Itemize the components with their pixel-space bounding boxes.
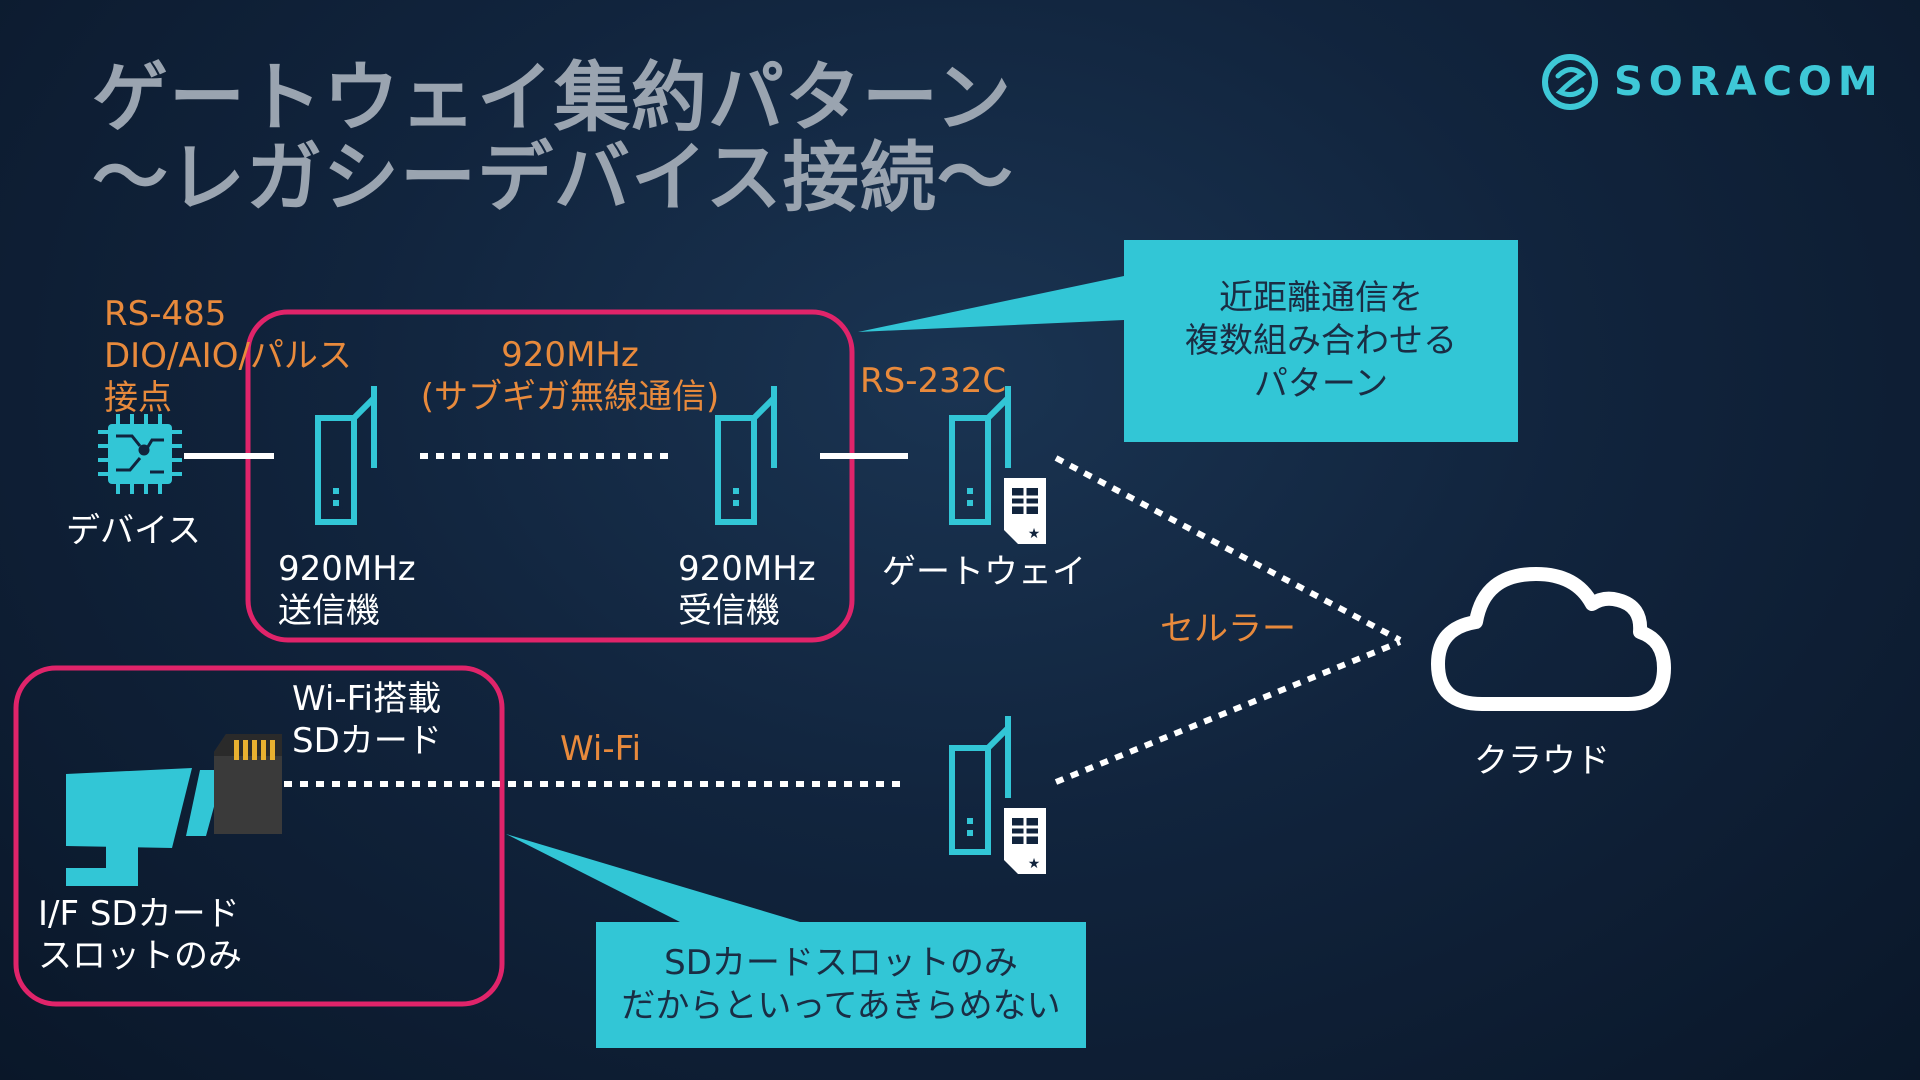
gateway-sim-card-icon: ★ <box>1004 478 1046 544</box>
logo-text: SORACOM <box>1614 59 1884 105</box>
transmitter-name: 送信機 <box>278 591 380 631</box>
if-sd-label: I/F SDカード スロットのみ <box>38 893 242 977</box>
top-callout-line-3: パターン <box>1253 363 1389 404</box>
if-sd-line-2: スロットのみ <box>38 936 242 976</box>
transmitter-router-icon <box>315 386 377 525</box>
sd-device-frame <box>13 665 505 1007</box>
soracom-logo: SORACOM <box>1540 52 1884 112</box>
cloud-label: クラウド <box>1474 741 1610 781</box>
monitor-icon <box>66 768 224 886</box>
protocol-rs485: RS-485 <box>104 294 227 334</box>
radio-band: 920MHz <box>501 335 639 375</box>
wifi-sd-line-1: Wi-Fi搭載 <box>292 679 442 719</box>
top-callout-pointer <box>858 276 1124 332</box>
receiver-label: 920MHz 受信機 <box>678 548 816 632</box>
wifi-gateway-sim-card-icon: ★ <box>1004 808 1046 874</box>
transmitter-band: 920MHz <box>278 549 416 589</box>
rs232c-label: RS-232C <box>860 361 1007 401</box>
wifi-sd-line-2: SDカード <box>292 721 442 761</box>
transmitter-label: 920MHz 送信機 <box>278 548 416 632</box>
bottom-callout-line-1: SDカードスロットのみ <box>664 943 1018 983</box>
device-protocol-labels: RS-485 DIO/AIO/パルス 接点 <box>104 293 352 419</box>
protocol-dio-aio: DIO/AIO/パルス <box>104 336 352 376</box>
gateway-label: ゲートウェイ <box>882 552 1086 592</box>
device-label: デバイス <box>66 511 201 551</box>
wifi-sd-label: Wi-Fi搭載 SDカード <box>292 678 442 762</box>
radio-note: (サブギガ無線通信) <box>420 377 720 417</box>
svg-text:★: ★ <box>1028 526 1041 542</box>
cellular-link-lower <box>1054 639 1402 785</box>
bottom-callout: SDカードスロットのみ だからといってあきらめない <box>596 922 1086 1048</box>
cloud-icon <box>1431 567 1671 711</box>
sd-card-icon <box>214 734 282 834</box>
title-line-1: ゲートウェイ集約パターン <box>92 53 1013 142</box>
wifi-gateway-router-icon <box>949 716 1011 855</box>
top-callout-line-1: 近距離通信を <box>1219 277 1423 318</box>
protocol-contact: 接点 <box>104 378 172 418</box>
radio-link-frame <box>245 309 855 643</box>
soracom-logo-icon <box>1542 54 1598 110</box>
top-callout: 近距離通信を 複数組み合わせる パターン <box>1124 240 1518 442</box>
receiver-router-icon <box>715 386 777 525</box>
page-title: ゲートウェイ集約パターン 〜レガシーデバイス接続〜 <box>92 58 1014 218</box>
gateway-router-icon <box>949 386 1011 525</box>
top-callout-line-2: 複数組み合わせる <box>1185 320 1457 361</box>
receiver-name: 受信機 <box>678 591 780 631</box>
cellular-link-upper <box>1054 455 1402 643</box>
receiver-band: 920MHz <box>678 549 816 589</box>
chip-icon <box>98 414 182 494</box>
if-sd-line-1: I/F SDカード <box>38 894 240 934</box>
cellular-label: セルラー <box>1160 609 1296 649</box>
bottom-callout-line-2: だからといってあきらめない <box>621 986 1061 1026</box>
title-line-2: 〜レガシーデバイス接続〜 <box>92 133 1014 222</box>
bottom-callout-pointer <box>506 834 800 922</box>
svg-text:★: ★ <box>1028 856 1041 872</box>
wifi-label: Wi-Fi <box>560 729 642 769</box>
radio-label: 920MHz (サブギガ無線通信) <box>380 334 760 418</box>
